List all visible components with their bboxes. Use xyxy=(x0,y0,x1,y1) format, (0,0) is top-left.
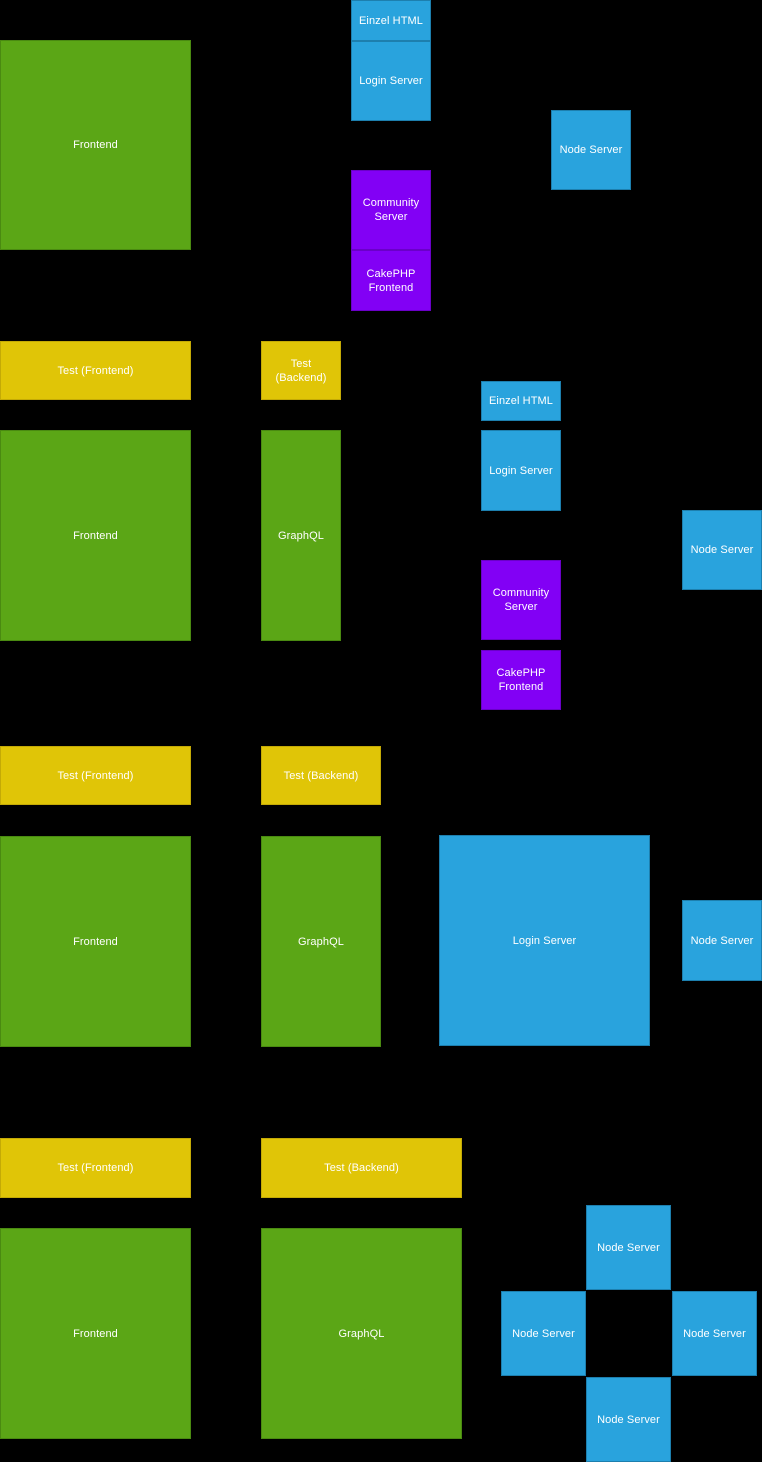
graphql-block-2[interactable]: GraphQL xyxy=(261,836,381,1047)
node-server-block-6[interactable]: Node Server xyxy=(672,1291,757,1376)
block-label: Community Server xyxy=(492,587,550,613)
block-label: Frontend xyxy=(73,139,118,151)
einzel-html-block-1[interactable]: Einzel HTML xyxy=(351,0,431,41)
test-backend-block-2[interactable]: Test (Backend) xyxy=(261,746,381,805)
block-label: Node Server xyxy=(597,1241,660,1254)
login-server-block-1[interactable]: Login Server xyxy=(351,41,431,121)
login-server-block-3[interactable]: Login Server xyxy=(439,835,650,1046)
block-label: CakePHP Frontend xyxy=(366,267,416,294)
frontend-block-4[interactable]: Frontend xyxy=(0,1228,191,1439)
block-label: Login Server xyxy=(512,934,577,947)
block-label: Einzel HTML xyxy=(358,14,424,27)
block-label: Frontend xyxy=(73,1327,118,1340)
block-label: Node Server xyxy=(690,934,754,947)
test-backend-block-1[interactable]: Test (Backend) xyxy=(261,341,341,400)
block-label: Node Server xyxy=(683,1327,746,1340)
test-frontend-block-2[interactable]: Test (Frontend) xyxy=(0,746,191,805)
block-label: GraphQL xyxy=(298,935,344,948)
block-label: Frontend xyxy=(73,529,118,542)
community-server-block-2[interactable]: Community Server xyxy=(481,560,561,640)
block-label: Node Server xyxy=(690,544,754,556)
block-label: Node Server xyxy=(559,144,623,156)
community-server-block-1[interactable]: Community Server xyxy=(351,170,431,250)
block-label: Test (Frontend) xyxy=(57,364,134,377)
block-label: Test (Frontend) xyxy=(57,1162,134,1174)
test-frontend-block-1[interactable]: Test (Frontend) xyxy=(0,341,191,400)
graphql-block-3[interactable]: GraphQL xyxy=(261,1228,462,1439)
node-server-block-3[interactable]: Node Server xyxy=(682,900,762,981)
node-server-block-1[interactable]: Node Server xyxy=(551,110,631,190)
block-label: GraphQL xyxy=(338,1327,385,1340)
node-server-block-7[interactable]: Node Server xyxy=(586,1377,671,1462)
frontend-block-3[interactable]: Frontend xyxy=(0,836,191,1047)
block-label: Login Server xyxy=(359,75,423,87)
block-label: Frontend xyxy=(73,935,118,948)
frontend-block-1[interactable]: Frontend xyxy=(0,40,191,250)
node-server-block-2[interactable]: Node Server xyxy=(682,510,762,590)
cakephp-frontend-block-1[interactable]: CakePHP Frontend xyxy=(351,250,431,311)
graphql-block-1[interactable]: GraphQL xyxy=(261,430,341,641)
block-label: Einzel HTML xyxy=(488,395,554,407)
block-label: Community Server xyxy=(362,197,420,223)
cakephp-frontend-block-2[interactable]: CakePHP Frontend xyxy=(481,650,561,710)
login-server-block-2[interactable]: Login Server xyxy=(481,430,561,511)
block-label: Node Server xyxy=(512,1327,575,1340)
block-label: Test (Backend) xyxy=(283,769,359,782)
block-label: Test (Backend) xyxy=(324,1162,399,1174)
test-backend-block-3[interactable]: Test (Backend) xyxy=(261,1138,462,1198)
block-label: CakePHP Frontend xyxy=(496,667,546,693)
block-label: Login Server xyxy=(489,464,553,477)
frontend-block-2[interactable]: Frontend xyxy=(0,430,191,641)
test-frontend-block-3[interactable]: Test (Frontend) xyxy=(0,1138,191,1198)
node-server-block-5[interactable]: Node Server xyxy=(501,1291,586,1376)
node-server-block-4[interactable]: Node Server xyxy=(586,1205,671,1290)
block-label: Node Server xyxy=(597,1413,660,1426)
block-label: Test (Frontend) xyxy=(57,769,134,782)
block-label: Test (Backend) xyxy=(275,357,327,384)
block-label: GraphQL xyxy=(278,529,324,542)
einzel-html-block-2[interactable]: Einzel HTML xyxy=(481,381,561,421)
